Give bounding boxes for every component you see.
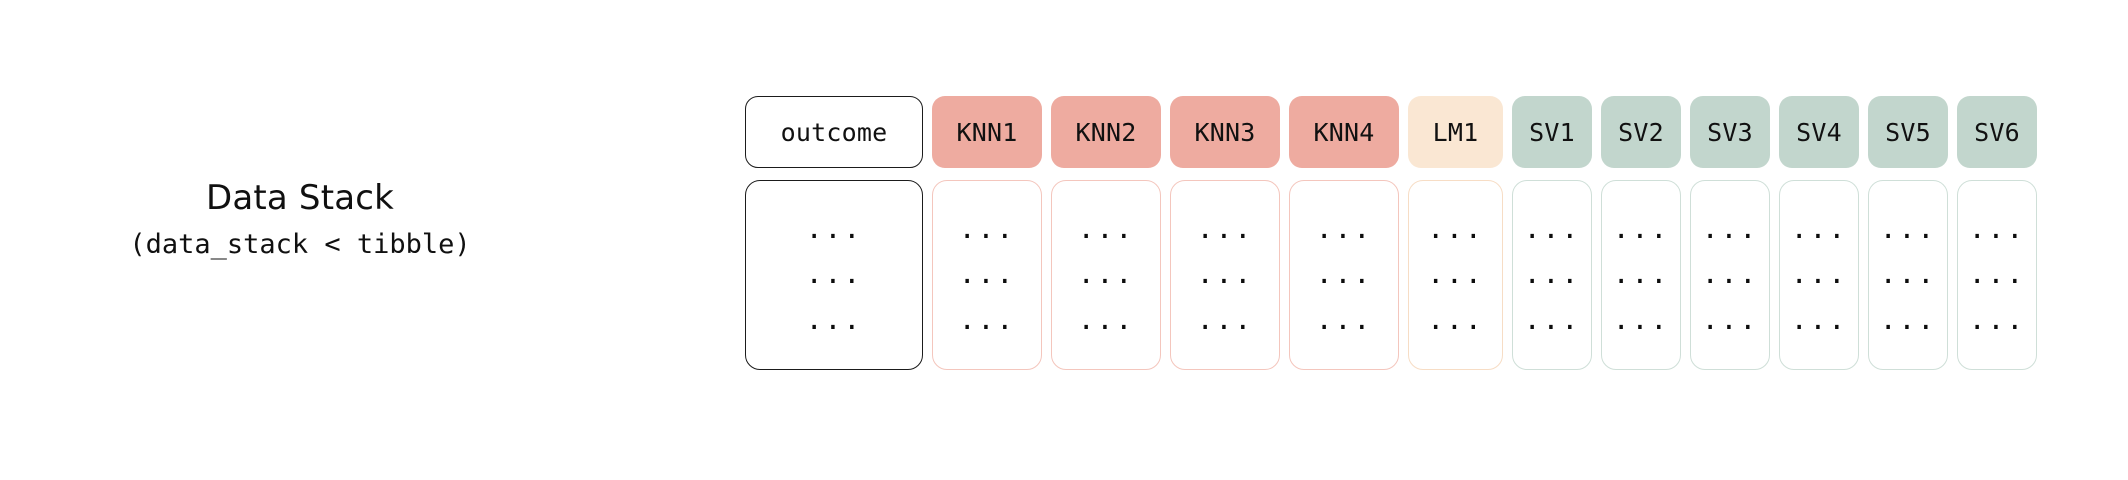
table-row: ... [1790, 211, 1848, 245]
column-body-sv4: ......... [1779, 180, 1859, 370]
table-row: ... [1523, 257, 1581, 290]
table-row: ... [1790, 302, 1848, 336]
table-row: ... [1077, 257, 1135, 290]
stack-column-knn1: KNN1......... [932, 96, 1042, 370]
column-body-knn4: ......... [1289, 180, 1399, 370]
stack-column-lm1: LM1......... [1408, 96, 1503, 370]
column-header-knn2[interactable]: KNN2 [1051, 96, 1161, 168]
caption-block: Data Stack (data_stack < tibble) [0, 178, 600, 262]
column-body-sv3: ......... [1690, 180, 1770, 370]
table-row: ... [1523, 302, 1581, 336]
column-header-sv5[interactable]: SV5 [1868, 96, 1948, 168]
column-header-outcome[interactable]: outcome [745, 96, 923, 168]
table-row: ... [1968, 257, 2026, 290]
column-body-knn2: ......... [1051, 180, 1161, 370]
table-row: ... [1701, 257, 1759, 290]
table-row: ... [1790, 257, 1848, 290]
stack-column-sv3: SV3......... [1690, 96, 1770, 370]
table-row: ... [958, 302, 1016, 336]
table-row: ... [1315, 257, 1373, 290]
table-row: ... [1196, 257, 1254, 290]
table-row: ... [805, 211, 863, 245]
caption-subtitle: (data_stack < tibble) [129, 229, 471, 261]
column-body-lm1: ......... [1408, 180, 1503, 370]
table-row: ... [1077, 302, 1135, 336]
table-row: ... [805, 302, 863, 336]
table-row: ... [1196, 211, 1254, 245]
stack-column-sv2: SV2......... [1601, 96, 1681, 370]
table-row: ... [1427, 257, 1484, 290]
table-row: ... [1701, 302, 1759, 336]
table-row: ... [1612, 302, 1670, 336]
stack-column-knn2: KNN2......... [1051, 96, 1161, 370]
column-body-outcome: ......... [745, 180, 923, 370]
stack-column-knn3: KNN3......... [1170, 96, 1280, 370]
column-header-knn1[interactable]: KNN1 [932, 96, 1042, 168]
column-body-knn3: ......... [1170, 180, 1280, 370]
stack-column-sv4: SV4......... [1779, 96, 1859, 370]
table-row: ... [1879, 302, 1937, 336]
table-row: ... [1427, 211, 1484, 245]
stack-column-sv6: SV6......... [1957, 96, 2037, 370]
column-body-sv1: ......... [1512, 180, 1592, 370]
stack-column-sv5: SV5......... [1868, 96, 1948, 370]
table-row: ... [1612, 257, 1670, 290]
table-row: ... [958, 257, 1016, 290]
table-row: ... [1968, 211, 2026, 245]
table-row: ... [1879, 257, 1937, 290]
column-header-lm1[interactable]: LM1 [1408, 96, 1503, 168]
column-header-sv3[interactable]: SV3 [1690, 96, 1770, 168]
page-title: Data Stack [205, 178, 395, 218]
table-row: ... [1968, 302, 2026, 336]
table-row: ... [1315, 302, 1373, 336]
column-body-sv5: ......... [1868, 180, 1948, 370]
table-row: ... [1523, 211, 1581, 245]
table-row: ... [1612, 211, 1670, 245]
column-body-sv6: ......... [1957, 180, 2037, 370]
column-header-knn4[interactable]: KNN4 [1289, 96, 1399, 168]
table-row: ... [1315, 211, 1373, 245]
stack-column-sv1: SV1......... [1512, 96, 1592, 370]
table-row: ... [1427, 302, 1484, 336]
data-stack-table: outcome.........KNN1.........KNN2.......… [745, 96, 2037, 370]
table-row: ... [805, 257, 863, 290]
column-header-sv4[interactable]: SV4 [1779, 96, 1859, 168]
stack-column-knn4: KNN4......... [1289, 96, 1399, 370]
table-row: ... [958, 211, 1016, 245]
column-header-sv6[interactable]: SV6 [1957, 96, 2037, 168]
stack-column-outcome: outcome......... [745, 96, 923, 370]
column-header-sv2[interactable]: SV2 [1601, 96, 1681, 168]
column-body-knn1: ......... [932, 180, 1042, 370]
column-body-sv2: ......... [1601, 180, 1681, 370]
table-row: ... [1077, 211, 1135, 245]
table-row: ... [1879, 211, 1937, 245]
table-row: ... [1701, 211, 1759, 245]
table-row: ... [1196, 302, 1254, 336]
column-header-knn3[interactable]: KNN3 [1170, 96, 1280, 168]
column-header-sv1[interactable]: SV1 [1512, 96, 1592, 168]
